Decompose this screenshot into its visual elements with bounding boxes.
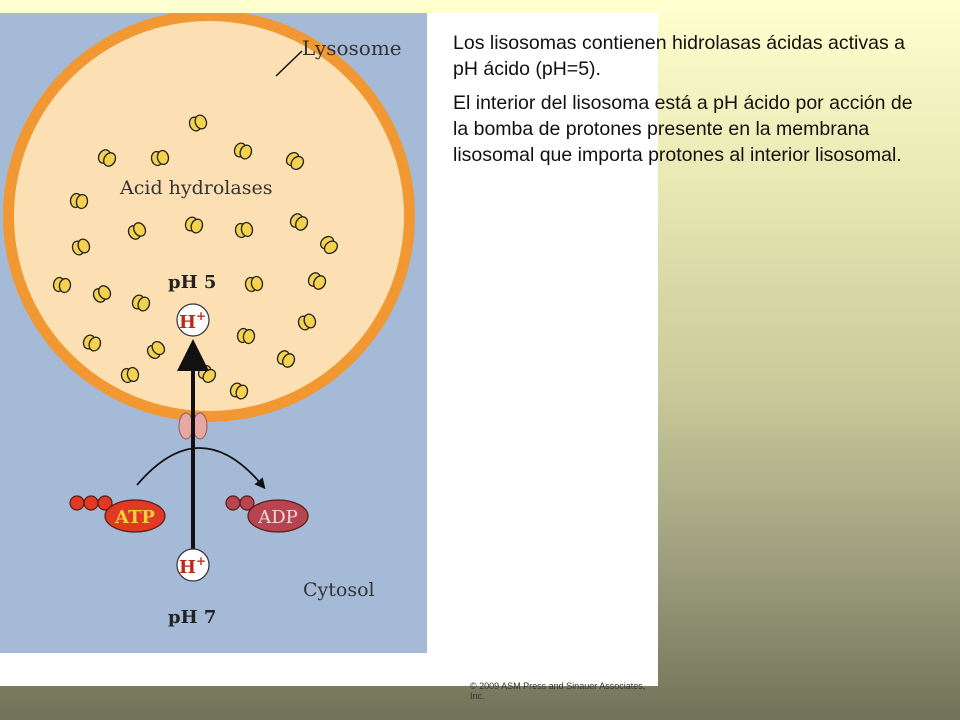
proton-pump-left [178,412,194,440]
figure-panel: Lysosome Acid hydrolases pH 5 H+ ATP ADP… [0,13,658,701]
enzyme-lobe [126,366,140,383]
enzyme [188,114,208,132]
proton-inside-symbol: H [179,312,196,333]
proton-outside-symbol: H [179,557,196,578]
enzyme-lobe [239,144,253,160]
enzyme-lobe [242,328,256,345]
enzyme [297,313,317,331]
enzyme [276,350,296,368]
adp-label: ADP [257,507,298,528]
ph-inside-label: pH 5 [168,272,216,293]
enzyme-lobe [103,152,117,167]
proton-pump-right [192,412,208,440]
enzyme [319,235,339,255]
enzyme [236,327,256,345]
proton-inside-label: H+ [179,309,206,333]
text-paragraph-1: Los lisosomas contienen hidrolasas ácida… [453,32,905,80]
enzyme-lobe [190,218,204,234]
lysosome-lumen [14,21,404,411]
enzyme-lobe [151,340,166,356]
enzyme [233,142,253,160]
enzyme-lobe [133,222,147,237]
enzyme-lobe [295,216,309,231]
enzyme-lobe [156,149,170,166]
enzyme-lobe [303,313,317,329]
enzyme [71,238,91,256]
proton-inside-circle [176,303,210,337]
slide-text-block: Los lisosomas contienen hidrolasas ácida… [453,30,923,176]
atp-phosphate-1 [69,495,85,511]
enzyme [52,276,72,294]
enzyme [131,294,151,312]
enzyme-lobe [282,353,296,368]
adp-body [247,499,309,533]
enzyme-lobe [313,275,327,290]
enzyme-lobe [137,296,151,312]
atp-phosphate-2 [83,495,99,511]
atp-hydrolysis-arrow [136,447,266,490]
enzyme-lobe [194,114,208,130]
enzyme [97,149,117,167]
enzyme [120,366,140,384]
enzyme [146,340,166,360]
enzyme [229,382,249,400]
enzyme-lobe [58,277,72,294]
enzyme-lobe [77,238,91,254]
enzyme [92,285,112,303]
enzyme [184,216,204,234]
enzyme-lobe [202,368,217,384]
adp-phosphate-1 [225,495,241,511]
enzyme [307,272,327,290]
enzyme-lobe [240,221,254,238]
adp-phosphate-2 [239,495,255,511]
ph-outside-label: pH 7 [168,607,216,628]
proton-outside-charge: + [196,554,206,568]
lysosome-label-pointer [275,50,303,77]
enzyme-lobe [75,193,89,210]
acid-hydrolases-label: Acid hydrolases [119,177,272,199]
enzyme-lobe [88,336,102,352]
enzyme [285,151,305,171]
acid-hydrolase-enzymes [52,114,339,400]
enzyme-lobe [235,384,249,400]
enzyme-lobe [250,275,264,292]
enzyme-lobe [98,285,112,300]
copyright-notice: © 2009 ASM Press and Sinauer Associates,… [470,681,646,701]
enzyme [234,221,254,239]
lysosome-diagram: Lysosome Acid hydrolases pH 5 H+ ATP ADP… [0,13,427,653]
enzyme [244,275,264,293]
enzyme-lobe [290,155,305,171]
proton-inside-charge: + [196,309,206,323]
atp-label: ATP [114,507,155,528]
enzyme [127,222,147,240]
enzyme [289,213,309,231]
atp-phosphate-3 [97,495,113,511]
enzyme [69,192,89,210]
text-paragraph-2: El interior del lisosoma está a pH ácido… [453,92,913,166]
cytosol-label: Cytosol [303,579,375,601]
proton-outside-label: H+ [179,554,206,578]
lysosome-label: Lysosome [302,36,402,60]
atp-body [104,499,166,533]
enzyme [82,334,102,352]
proton-outside-circle [176,548,210,582]
enzyme [150,149,170,167]
enzyme-lobe [323,240,339,255]
